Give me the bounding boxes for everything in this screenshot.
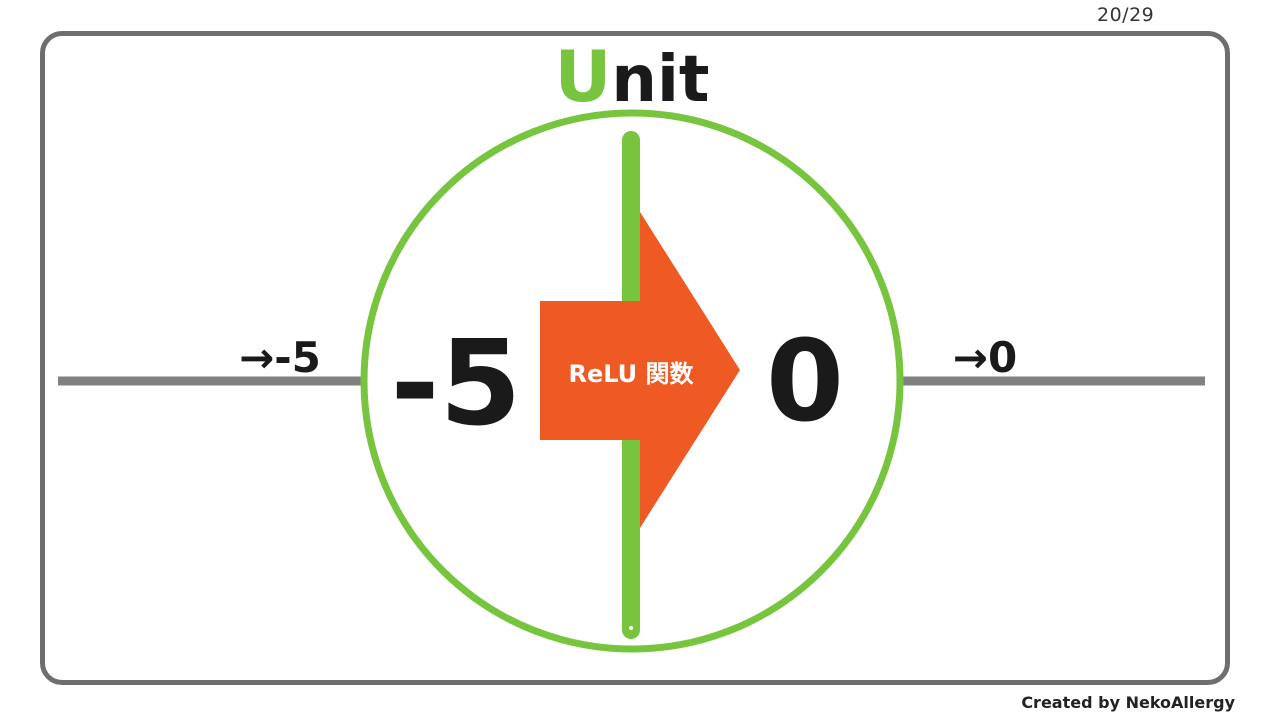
credit-text: Created by NekoAllergy (1021, 693, 1235, 712)
page-number: 20/29 (1097, 4, 1155, 26)
unit-title-rest: nit (611, 43, 709, 117)
unit-title-initial: U (555, 36, 612, 118)
output-connection-label: →0 (953, 333, 1017, 382)
unit-title: Unit (555, 36, 710, 118)
relu-arrow (540, 212, 740, 528)
unit-output-value: 0 (766, 317, 844, 447)
relu-function-label: ReLU 関数 (568, 360, 694, 388)
unit-input-value: -5 (390, 314, 521, 452)
input-connection-label: →-5 (239, 333, 321, 382)
divider-dot (629, 626, 633, 630)
